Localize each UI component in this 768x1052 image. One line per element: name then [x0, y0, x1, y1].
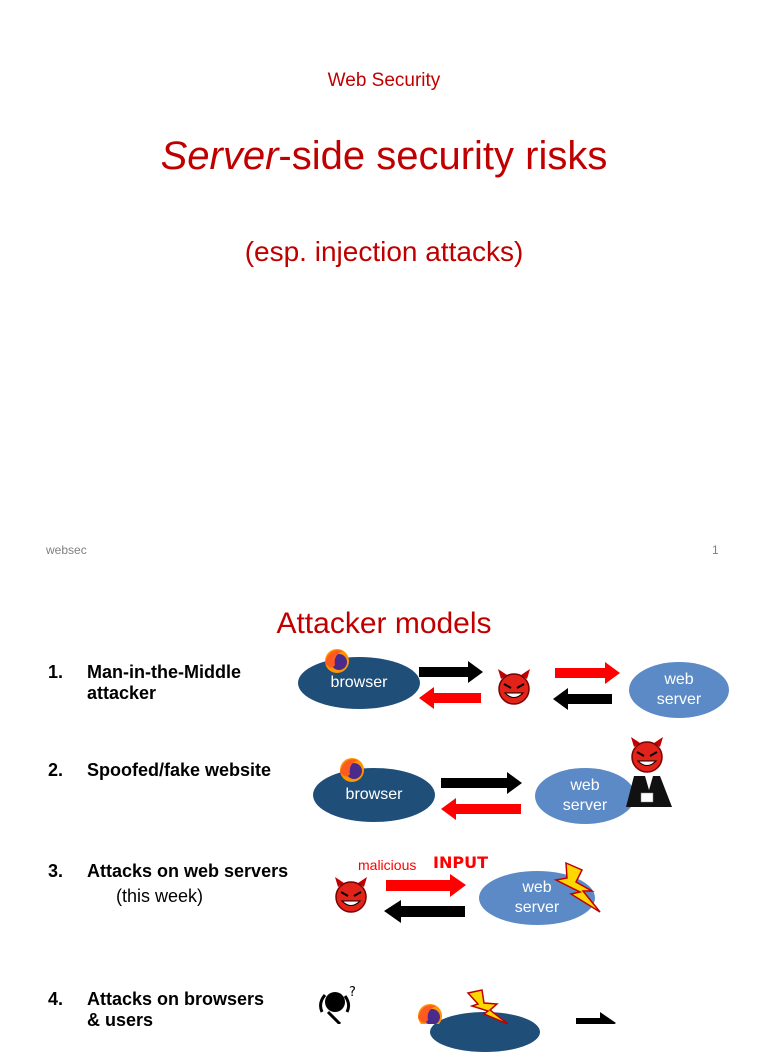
lightning-icon: [466, 989, 509, 1024]
malicious-label: malicious: [358, 857, 417, 873]
item-text: Man-in-the-Middle attacker: [87, 662, 241, 704]
arrow-left-red: [419, 687, 481, 709]
arrow-left-red: [441, 798, 521, 820]
item-number: 4.: [48, 989, 64, 1009]
slide2-title: Attacker models: [276, 607, 492, 640]
devil-icon: [334, 876, 368, 913]
item-line: attacker: [87, 683, 157, 703]
title-rest: -side security risks: [278, 134, 608, 178]
arrow-right-black: [576, 1012, 616, 1024]
question-mark: ?: [349, 985, 356, 1000]
item-number: 1.: [48, 662, 64, 682]
item-number: 3.: [48, 861, 64, 881]
browser-label: browser: [330, 674, 388, 691]
arrow-right-black: [441, 772, 522, 794]
arrow-right-black: [419, 661, 483, 683]
title-italic-part: Server: [160, 134, 279, 178]
item-subtext: (this week): [116, 886, 204, 906]
firefox-icon: [418, 1004, 442, 1024]
devil-icon: [497, 668, 531, 705]
diagram-graphics: ?: [319, 649, 672, 1024]
item-text: Spoofed/fake website: [87, 760, 272, 780]
firefox-icon: [325, 649, 349, 673]
confused-user-icon: ?: [319, 985, 356, 1024]
arrow-left-black: [553, 688, 612, 710]
browser-label: browser: [345, 786, 403, 803]
hacker-icon: [626, 736, 672, 807]
arrow-left-black: [384, 900, 465, 923]
browser-node: browser: [313, 768, 435, 822]
item-text: Attacks on web servers: [87, 861, 289, 881]
footer-label: websec: [46, 543, 87, 557]
arrow-right-red: [386, 874, 466, 897]
slide-overtitle: Web Security: [327, 70, 441, 91]
browser-node: browser: [298, 657, 420, 709]
input-label: INPUT: [433, 853, 488, 872]
item-number: 2.: [48, 760, 64, 780]
page-number: 1: [712, 543, 719, 557]
lightning-icon: [553, 861, 601, 913]
slide-subtitle: (esp. injection attacks): [244, 236, 524, 267]
slide-title: Server-side security risks: [0, 134, 768, 179]
item-line: Man-in-the-Middle: [87, 662, 241, 682]
firefox-icon: [340, 758, 364, 782]
item-line: Attacks on browsers: [87, 989, 265, 1009]
arrow-right-red: [555, 662, 620, 684]
